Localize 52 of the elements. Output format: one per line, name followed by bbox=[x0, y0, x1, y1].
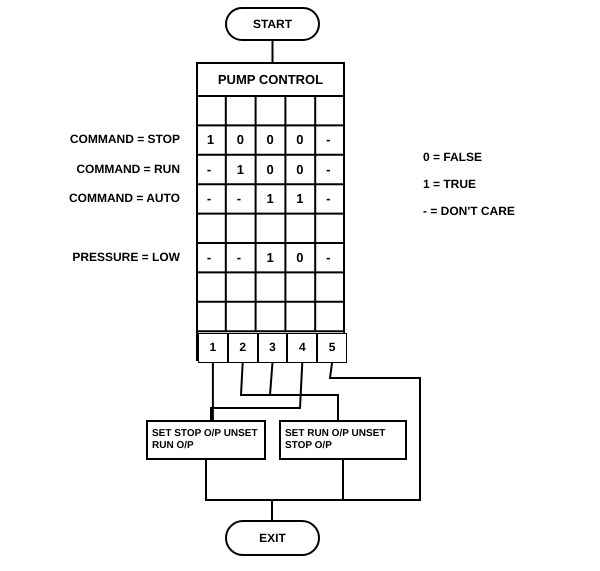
connector-line bbox=[271, 460, 344, 520]
rule-number-cell bbox=[287, 333, 318, 363]
key-note: 0 = FALSE bbox=[423, 150, 482, 164]
table-entry: - bbox=[206, 190, 212, 206]
table-entry: 1 bbox=[296, 190, 304, 206]
condition-label: PRESSURE = LOW bbox=[72, 250, 180, 264]
decision-table bbox=[196, 62, 345, 361]
table-entry: 0 bbox=[266, 132, 274, 148]
table-entry: - bbox=[206, 250, 212, 265]
rule-number-cell bbox=[198, 333, 228, 363]
rule-number: 4 bbox=[298, 341, 306, 354]
rule-number: 3 bbox=[269, 341, 276, 354]
table-entry: - bbox=[206, 162, 212, 176]
action-box bbox=[279, 420, 407, 460]
table-entry: 1 bbox=[266, 190, 274, 206]
action-text: SET RUN O/P UNSET STOP O/P bbox=[284, 428, 386, 452]
table-entry: 0 bbox=[296, 132, 304, 148]
terminator-pill bbox=[225, 7, 320, 41]
rule-number: 5 bbox=[328, 341, 336, 354]
rule-number-cell bbox=[317, 333, 347, 363]
table-entry: 0 bbox=[296, 162, 304, 176]
connector-line bbox=[272, 41, 274, 62]
action-text: SET STOP O/P UNSET RUN O/P bbox=[151, 428, 259, 452]
table-entry: 1 bbox=[266, 250, 274, 265]
connector-line bbox=[210, 362, 304, 420]
terminator-pill bbox=[225, 520, 320, 556]
rule-number-cell bbox=[228, 333, 258, 363]
table-entry: 0 bbox=[236, 132, 244, 148]
table-entry: - bbox=[326, 132, 330, 148]
rule-number: 2 bbox=[239, 341, 246, 354]
table-entry: - bbox=[236, 190, 242, 206]
condition-label: COMMAND = AUTO bbox=[69, 190, 180, 205]
table-entry: - bbox=[326, 250, 330, 265]
table-entry: - bbox=[326, 162, 330, 176]
table-entry: 0 bbox=[296, 250, 304, 265]
connector-line bbox=[212, 362, 214, 420]
table-entry: 0 bbox=[266, 162, 274, 176]
rule-number: 1 bbox=[210, 341, 216, 354]
table-title: PUMP CONTROL bbox=[218, 73, 324, 86]
terminator-label: EXIT bbox=[259, 532, 286, 544]
key-note: - = DON'T CARE bbox=[423, 204, 515, 218]
action-box bbox=[146, 420, 266, 460]
table-entry: - bbox=[236, 250, 242, 265]
terminator-label: START bbox=[252, 18, 292, 30]
rule-number-cell bbox=[258, 333, 288, 363]
table-entry: 1 bbox=[236, 162, 244, 176]
condition-label: COMMAND = STOP bbox=[70, 132, 180, 146]
connector-line bbox=[268, 362, 339, 420]
key-note: 1 = TRUE bbox=[423, 177, 476, 191]
table-entry: - bbox=[326, 190, 330, 206]
table-entry: 1 bbox=[206, 132, 214, 148]
condition-label: COMMAND = RUN bbox=[76, 162, 180, 176]
